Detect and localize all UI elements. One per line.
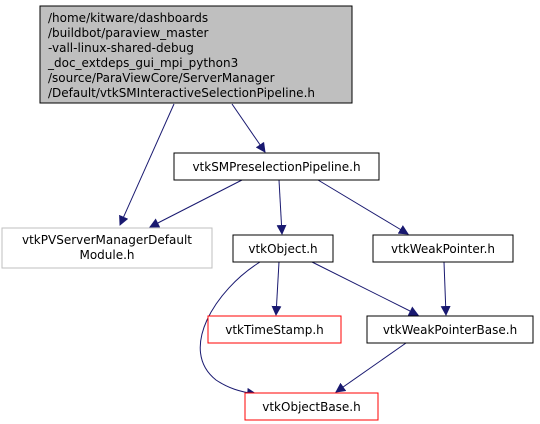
node-label: vtkTimeStamp.h [225,323,324,337]
node-label: vtkSMPreselectionPipeline.h [192,160,360,174]
node-label: vtkObject.h [248,242,317,256]
node-vtkobjectbase[interactable]: vtkObjectBase.h [244,392,379,421]
edge-preselection-to-object [276,179,287,235]
node-label: vtkPVServerManagerDefault [22,233,192,247]
edge-weakpointer-to-weakpointerbase [440,261,451,316]
edge-weakpointerbase-to-objectbase [335,342,407,393]
node-label: vtkWeakPointerBase.h [383,323,517,337]
edge-object-to-timestamp [271,261,282,316]
root-path-line: /Default/vtkSMInteractiveSelectionPipeli… [48,86,315,100]
node-servermanager-default-module[interactable]: vtkPVServerManagerDefault Module.h [1,227,213,269]
node-label: Module.h [79,248,134,262]
edge-root-to-preselection [231,103,266,153]
node-label: vtkWeakPointer.h [391,242,495,256]
edge-preselection-to-weakpointer [317,179,409,235]
edge-object-to-objectbase [199,261,261,398]
root-path-line: /buildbot/paraview_master [48,26,209,40]
node-vtkweakpointer[interactable]: vtkWeakPointer.h [372,234,514,263]
root-path-line: -vall-linux-shared-debug [48,41,194,55]
root-path-line: _doc_extdeps_gui_mpi_python3 [47,56,238,70]
root-path-line: /source/ParaViewCore/ServerManager [48,71,275,85]
root-path-line: /home/kitware/dashboards [48,11,208,25]
edge-root-to-module [119,103,175,226]
node-preselection-pipeline[interactable]: vtkSMPreselectionPipeline.h [173,152,380,181]
node-vtktimestamp[interactable]: vtkTimeStamp.h [207,315,342,344]
edge-preselection-to-module [149,179,243,228]
node-label: vtkObjectBase.h [262,400,360,414]
node-vtkobject[interactable]: vtkObject.h [232,234,334,263]
node-vtkweakpointerbase[interactable]: vtkWeakPointerBase.h [366,315,534,344]
edge-object-to-weakpointerbase [311,261,419,316]
node-root-file[interactable]: /home/kitware/dashboards /buildbot/parav… [39,5,353,104]
